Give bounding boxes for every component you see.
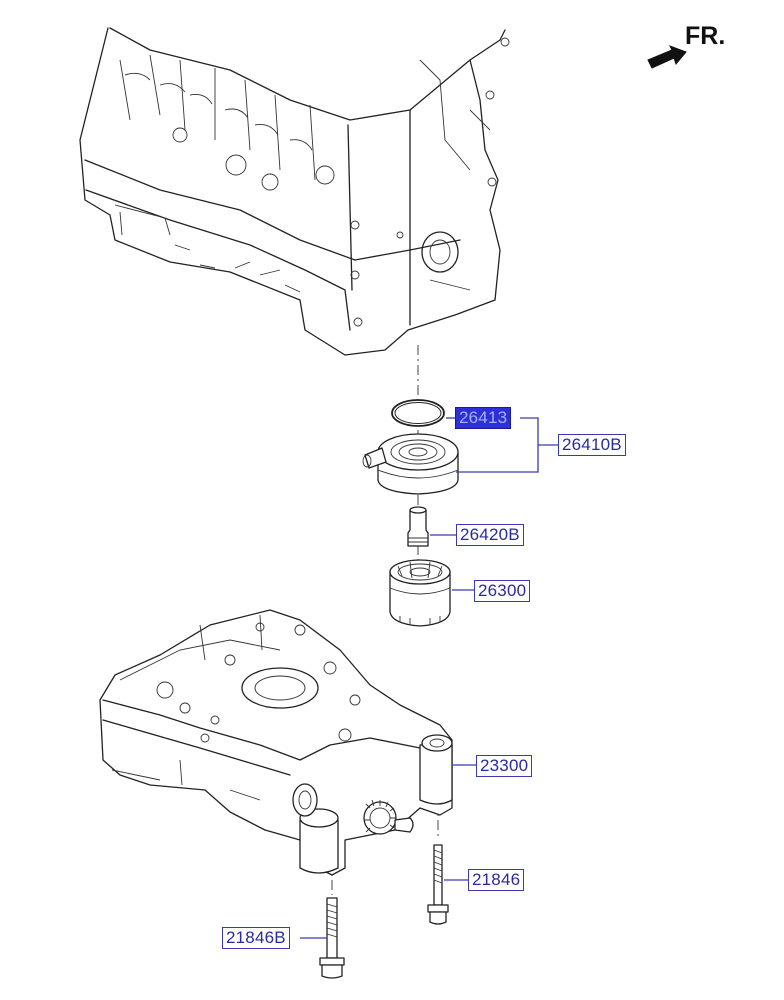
oil-filter-drawing [389, 559, 451, 627]
part-label-23300[interactable]: 23300 [476, 755, 533, 777]
o-ring-drawing [391, 399, 445, 427]
part-label-26420B[interactable]: 26420B [456, 524, 524, 546]
front-direction-arrow-icon [647, 45, 687, 69]
engine-block-drawing [79, 27, 510, 356]
front-direction-label: FR. [685, 22, 726, 50]
part-label-26410B[interactable]: 26410B [558, 434, 626, 456]
bolt-21846-drawing [427, 844, 449, 925]
part-label-21846B[interactable]: 21846B [222, 927, 290, 949]
part-label-26300[interactable]: 26300 [474, 580, 531, 602]
oil-cooler-fitting-drawing [407, 506, 429, 547]
part-label-26413[interactable]: 26413 [455, 407, 512, 429]
part-label-21846[interactable]: 21846 [468, 869, 525, 891]
leader-lines [300, 417, 558, 939]
oil-cooler-drawing [362, 433, 459, 495]
oil-pump-module-drawing [99, 609, 453, 876]
